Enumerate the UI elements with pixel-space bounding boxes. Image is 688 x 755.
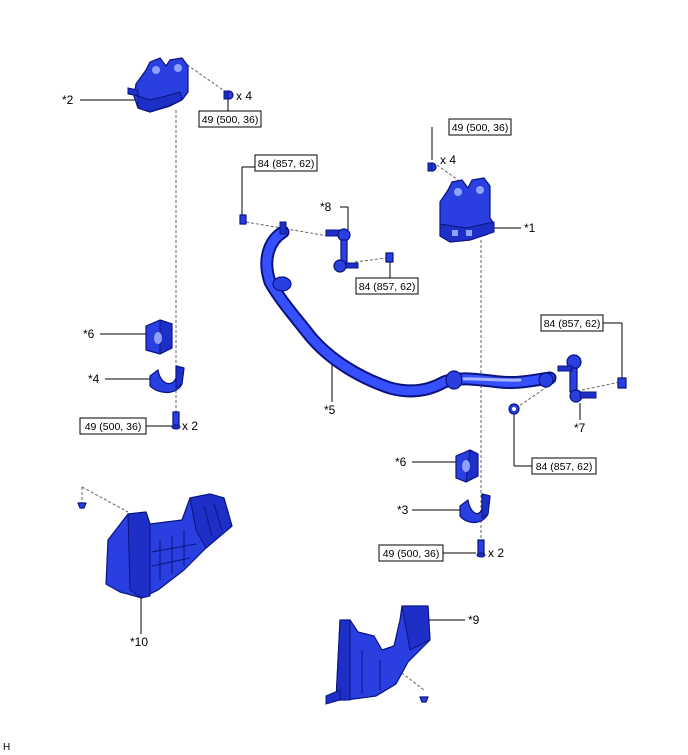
callout-6-right: *6 (395, 455, 407, 469)
bolt-bracket-right (427, 162, 437, 172)
callout-10: *10 (130, 635, 148, 649)
callout-8: *8 (320, 200, 332, 214)
clip-cover-left (77, 502, 87, 509)
svg-text:49 (500, 36): 49 (500, 36) (452, 122, 509, 134)
torque-box-bracket-left: 49 (500, 36) (198, 110, 262, 128)
bolt-bracket-left (223, 90, 234, 100)
bolt-clamp-left (171, 411, 181, 430)
qty-bracket-right: x 4 (440, 153, 456, 167)
svg-text:84 (857, 62): 84 (857, 62) (359, 281, 416, 293)
svg-text:84 (857, 62): 84 (857, 62) (536, 461, 593, 473)
callout-5: *5 (324, 403, 336, 417)
torque-box-link-left-top: 84 (857, 62) (254, 154, 318, 172)
torque-box-bracket-right: 49 (500, 36) (448, 118, 512, 136)
clip-cover-right (419, 696, 429, 703)
bushing-left (145, 319, 173, 355)
qty-clamp-right: x 2 (488, 546, 504, 560)
callout-9: *9 (468, 613, 480, 627)
clamp-right (459, 493, 491, 524)
stabilizer-link-right (557, 354, 597, 403)
svg-text:49 (500, 36): 49 (500, 36) (202, 114, 259, 126)
bolt-clamp-right (476, 539, 486, 558)
callout-1: *1 (524, 221, 536, 235)
nut-link-right-bottom (508, 403, 520, 415)
clamp-left (149, 365, 185, 394)
callout-4: *4 (88, 372, 100, 386)
svg-text:49 (500, 36): 49 (500, 36) (85, 421, 142, 433)
nut-link-right-top (617, 377, 627, 389)
bracket-right (439, 177, 495, 243)
callout-6-left: *6 (83, 327, 95, 341)
stabilizer-bar (260, 221, 557, 398)
torque-box-link-right-top: 84 (857, 62) (540, 314, 604, 332)
nut-link-left-top (239, 214, 247, 225)
torque-box-link-right-bottom: 84 (857, 62) (531, 457, 597, 475)
torque-box-link-left-bottom: 84 (857, 62) (355, 277, 419, 295)
torque-box-clamp-right: 49 (500, 36) (378, 544, 444, 562)
callout-7: *7 (574, 421, 586, 435)
bushing-right (455, 449, 479, 483)
svg-text:49 (500, 36): 49 (500, 36) (383, 548, 440, 560)
torque-box-clamp-left: 49 (500, 36) (79, 417, 147, 435)
qty-clamp-left: x 2 (182, 419, 198, 433)
callout-2: *2 (62, 93, 74, 107)
svg-text:84 (857, 62): 84 (857, 62) (544, 318, 601, 330)
qty-bracket-left: x 4 (236, 89, 252, 103)
svg-text:84 (857, 62): 84 (857, 62) (258, 158, 315, 170)
leader-lines (80, 97, 623, 634)
callout-3: *3 (397, 503, 409, 517)
cover-right (325, 605, 431, 705)
cover-left (105, 493, 233, 599)
nut-link-left-bottom (385, 252, 394, 263)
bracket-left (127, 57, 189, 113)
corner-mark: H (3, 742, 10, 753)
stabilizer-link-left (325, 228, 359, 273)
